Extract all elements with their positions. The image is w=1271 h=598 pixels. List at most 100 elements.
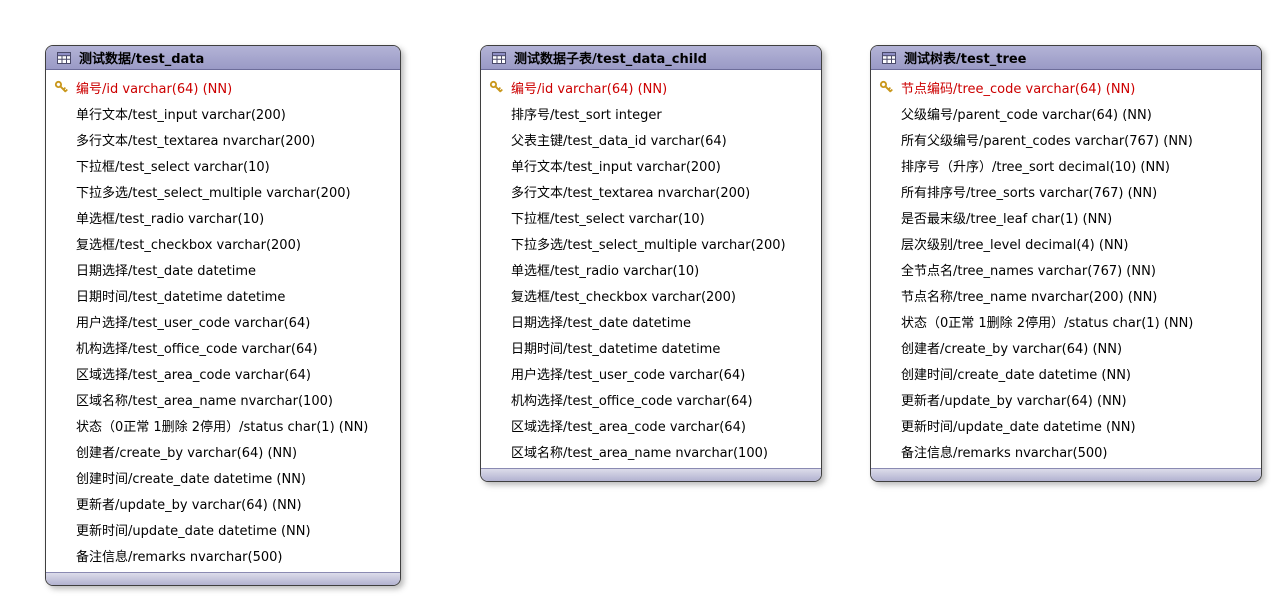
field-row[interactable]: 日期时间/test_datetime datetime: [46, 282, 400, 308]
field-label: 更新时间/update_date datetime (NN): [901, 419, 1136, 435]
field-row[interactable]: 创建时间/create_date datetime (NN): [46, 464, 400, 490]
field-row[interactable]: 排序号/test_sort integer: [481, 100, 821, 126]
field-row[interactable]: 日期选择/test_date datetime: [481, 308, 821, 334]
field-label: 父级编号/parent_code varchar(64) (NN): [901, 107, 1152, 123]
field-row[interactable]: 层次级别/tree_level decimal(4) (NN): [871, 230, 1261, 256]
field-label: 日期时间/test_datetime datetime: [76, 289, 286, 305]
table-card-test_data_child[interactable]: 测试数据子表/test_data_child 编号/id varchar(64)…: [480, 45, 822, 482]
field-label: 日期选择/test_date datetime: [76, 263, 256, 279]
field-label: 全节点名/tree_names varchar(767) (NN): [901, 263, 1156, 279]
field-label: 日期时间/test_datetime datetime: [511, 341, 721, 357]
field-row[interactable]: 排序号（升序）/tree_sort decimal(10) (NN): [871, 152, 1261, 178]
field-label: 备注信息/remarks nvarchar(500): [901, 445, 1108, 461]
field-row[interactable]: 更新者/update_by varchar(64) (NN): [871, 386, 1261, 412]
field-label: 单行文本/test_input varchar(200): [511, 159, 721, 175]
field-row[interactable]: 单行文本/test_input varchar(200): [481, 152, 821, 178]
table-header[interactable]: 测试数据子表/test_data_child: [481, 46, 821, 70]
field-label: 区域选择/test_area_code varchar(64): [76, 367, 311, 383]
field-row[interactable]: 所有排序号/tree_sorts varchar(767) (NN): [871, 178, 1261, 204]
field-row[interactable]: 区域名称/test_area_name nvarchar(100): [481, 438, 821, 464]
field-row[interactable]: 用户选择/test_user_code varchar(64): [46, 308, 400, 334]
table-title: 测试树表/test_tree: [904, 52, 1027, 67]
field-row[interactable]: 更新时间/update_date datetime (NN): [871, 412, 1261, 438]
table-footer: [871, 468, 1261, 481]
field-label: 用户选择/test_user_code varchar(64): [76, 315, 311, 331]
table-header[interactable]: 测试数据/test_data: [46, 46, 400, 70]
field-label: 单选框/test_radio varchar(10): [76, 211, 265, 227]
field-label: 更新者/update_by varchar(64) (NN): [76, 497, 302, 513]
field-row[interactable]: 复选框/test_checkbox varchar(200): [481, 282, 821, 308]
field-row[interactable]: 单选框/test_radio varchar(10): [481, 256, 821, 282]
field-row[interactable]: 状态（0正常 1删除 2停用）/status char(1) (NN): [871, 308, 1261, 334]
field-row[interactable]: 下拉多选/test_select_multiple varchar(200): [46, 178, 400, 204]
field-label: 区域选择/test_area_code varchar(64): [511, 419, 746, 435]
field-row[interactable]: 多行文本/test_textarea nvarchar(200): [481, 178, 821, 204]
field-row-primary-key[interactable]: 编号/id varchar(64) (NN): [481, 74, 821, 100]
field-label: 区域名称/test_area_name nvarchar(100): [76, 393, 333, 409]
key-icon: [481, 79, 511, 96]
field-row[interactable]: 父表主键/test_data_id varchar(64): [481, 126, 821, 152]
field-row[interactable]: 区域名称/test_area_name nvarchar(100): [46, 386, 400, 412]
field-row[interactable]: 单选框/test_radio varchar(10): [46, 204, 400, 230]
field-label: 复选框/test_checkbox varchar(200): [76, 237, 301, 253]
key-icon: [46, 79, 76, 96]
field-row-primary-key[interactable]: 编号/id varchar(64) (NN): [46, 74, 400, 100]
field-row[interactable]: 全节点名/tree_names varchar(767) (NN): [871, 256, 1261, 282]
field-label: 编号/id varchar(64) (NN): [76, 81, 233, 97]
field-row[interactable]: 用户选择/test_user_code varchar(64): [481, 360, 821, 386]
field-label: 单选框/test_radio varchar(10): [511, 263, 700, 279]
field-label: 层次级别/tree_level decimal(4) (NN): [901, 237, 1129, 253]
field-row[interactable]: 创建者/create_by varchar(64) (NN): [871, 334, 1261, 360]
field-row[interactable]: 节点名称/tree_name nvarchar(200) (NN): [871, 282, 1261, 308]
field-row[interactable]: 日期选择/test_date datetime: [46, 256, 400, 282]
field-label: 区域名称/test_area_name nvarchar(100): [511, 445, 768, 461]
field-row[interactable]: 状态（0正常 1删除 2停用）/status char(1) (NN): [46, 412, 400, 438]
field-row[interactable]: 区域选择/test_area_code varchar(64): [481, 412, 821, 438]
field-row[interactable]: 父级编号/parent_code varchar(64) (NN): [871, 100, 1261, 126]
field-row[interactable]: 是否最末级/tree_leaf char(1) (NN): [871, 204, 1261, 230]
field-label: 所有父级编号/parent_codes varchar(767) (NN): [901, 133, 1193, 149]
field-row[interactable]: 机构选择/test_office_code varchar(64): [46, 334, 400, 360]
table-title: 测试数据子表/test_data_child: [514, 52, 707, 67]
table-header[interactable]: 测试树表/test_tree: [871, 46, 1261, 70]
field-label: 用户选择/test_user_code varchar(64): [511, 367, 746, 383]
table-card-test_tree[interactable]: 测试树表/test_tree 节点编码/tree_code varchar(64…: [870, 45, 1262, 482]
field-label: 下拉多选/test_select_multiple varchar(200): [76, 185, 351, 201]
field-label: 状态（0正常 1删除 2停用）/status char(1) (NN): [901, 315, 1194, 331]
field-label: 多行文本/test_textarea nvarchar(200): [76, 133, 316, 149]
field-row[interactable]: 更新者/update_by varchar(64) (NN): [46, 490, 400, 516]
field-row[interactable]: 单行文本/test_input varchar(200): [46, 100, 400, 126]
field-row[interactable]: 区域选择/test_area_code varchar(64): [46, 360, 400, 386]
field-row-primary-key[interactable]: 节点编码/tree_code varchar(64) (NN): [871, 74, 1261, 100]
field-label: 下拉框/test_select varchar(10): [76, 159, 270, 175]
field-row[interactable]: 创建者/create_by varchar(64) (NN): [46, 438, 400, 464]
field-row[interactable]: 下拉框/test_select varchar(10): [481, 204, 821, 230]
field-row[interactable]: 机构选择/test_office_code varchar(64): [481, 386, 821, 412]
table-card-test_data[interactable]: 测试数据/test_data 编号/id varchar(64) (NN) 单行文…: [45, 45, 401, 586]
field-row[interactable]: 多行文本/test_textarea nvarchar(200): [46, 126, 400, 152]
field-label: 机构选择/test_office_code varchar(64): [511, 393, 753, 409]
field-label: 状态（0正常 1删除 2停用）/status char(1) (NN): [76, 419, 369, 435]
field-label: 复选框/test_checkbox varchar(200): [511, 289, 736, 305]
field-row[interactable]: 日期时间/test_datetime datetime: [481, 334, 821, 360]
table-footer: [481, 468, 821, 481]
field-label: 排序号（升序）/tree_sort decimal(10) (NN): [901, 159, 1170, 175]
table-icon: [882, 51, 896, 64]
field-label: 更新者/update_by varchar(64) (NN): [901, 393, 1127, 409]
field-row[interactable]: 创建时间/create_date datetime (NN): [871, 360, 1261, 386]
field-row[interactable]: 更新时间/update_date datetime (NN): [46, 516, 400, 542]
field-row[interactable]: 备注信息/remarks nvarchar(500): [46, 542, 400, 568]
field-row[interactable]: 下拉多选/test_select_multiple varchar(200): [481, 230, 821, 256]
field-label: 下拉多选/test_select_multiple varchar(200): [511, 237, 786, 253]
key-icon: [871, 79, 901, 96]
table-field-list: 编号/id varchar(64) (NN) 单行文本/test_input va…: [46, 70, 400, 572]
field-label: 是否最末级/tree_leaf char(1) (NN): [901, 211, 1113, 227]
field-row[interactable]: 复选框/test_checkbox varchar(200): [46, 230, 400, 256]
field-row[interactable]: 下拉框/test_select varchar(10): [46, 152, 400, 178]
field-row[interactable]: 备注信息/remarks nvarchar(500): [871, 438, 1261, 464]
table-icon: [492, 51, 506, 64]
table-title: 测试数据/test_data: [79, 52, 205, 67]
field-row[interactable]: 所有父级编号/parent_codes varchar(767) (NN): [871, 126, 1261, 152]
field-label: 多行文本/test_textarea nvarchar(200): [511, 185, 751, 201]
field-label: 创建时间/create_date datetime (NN): [76, 471, 307, 487]
